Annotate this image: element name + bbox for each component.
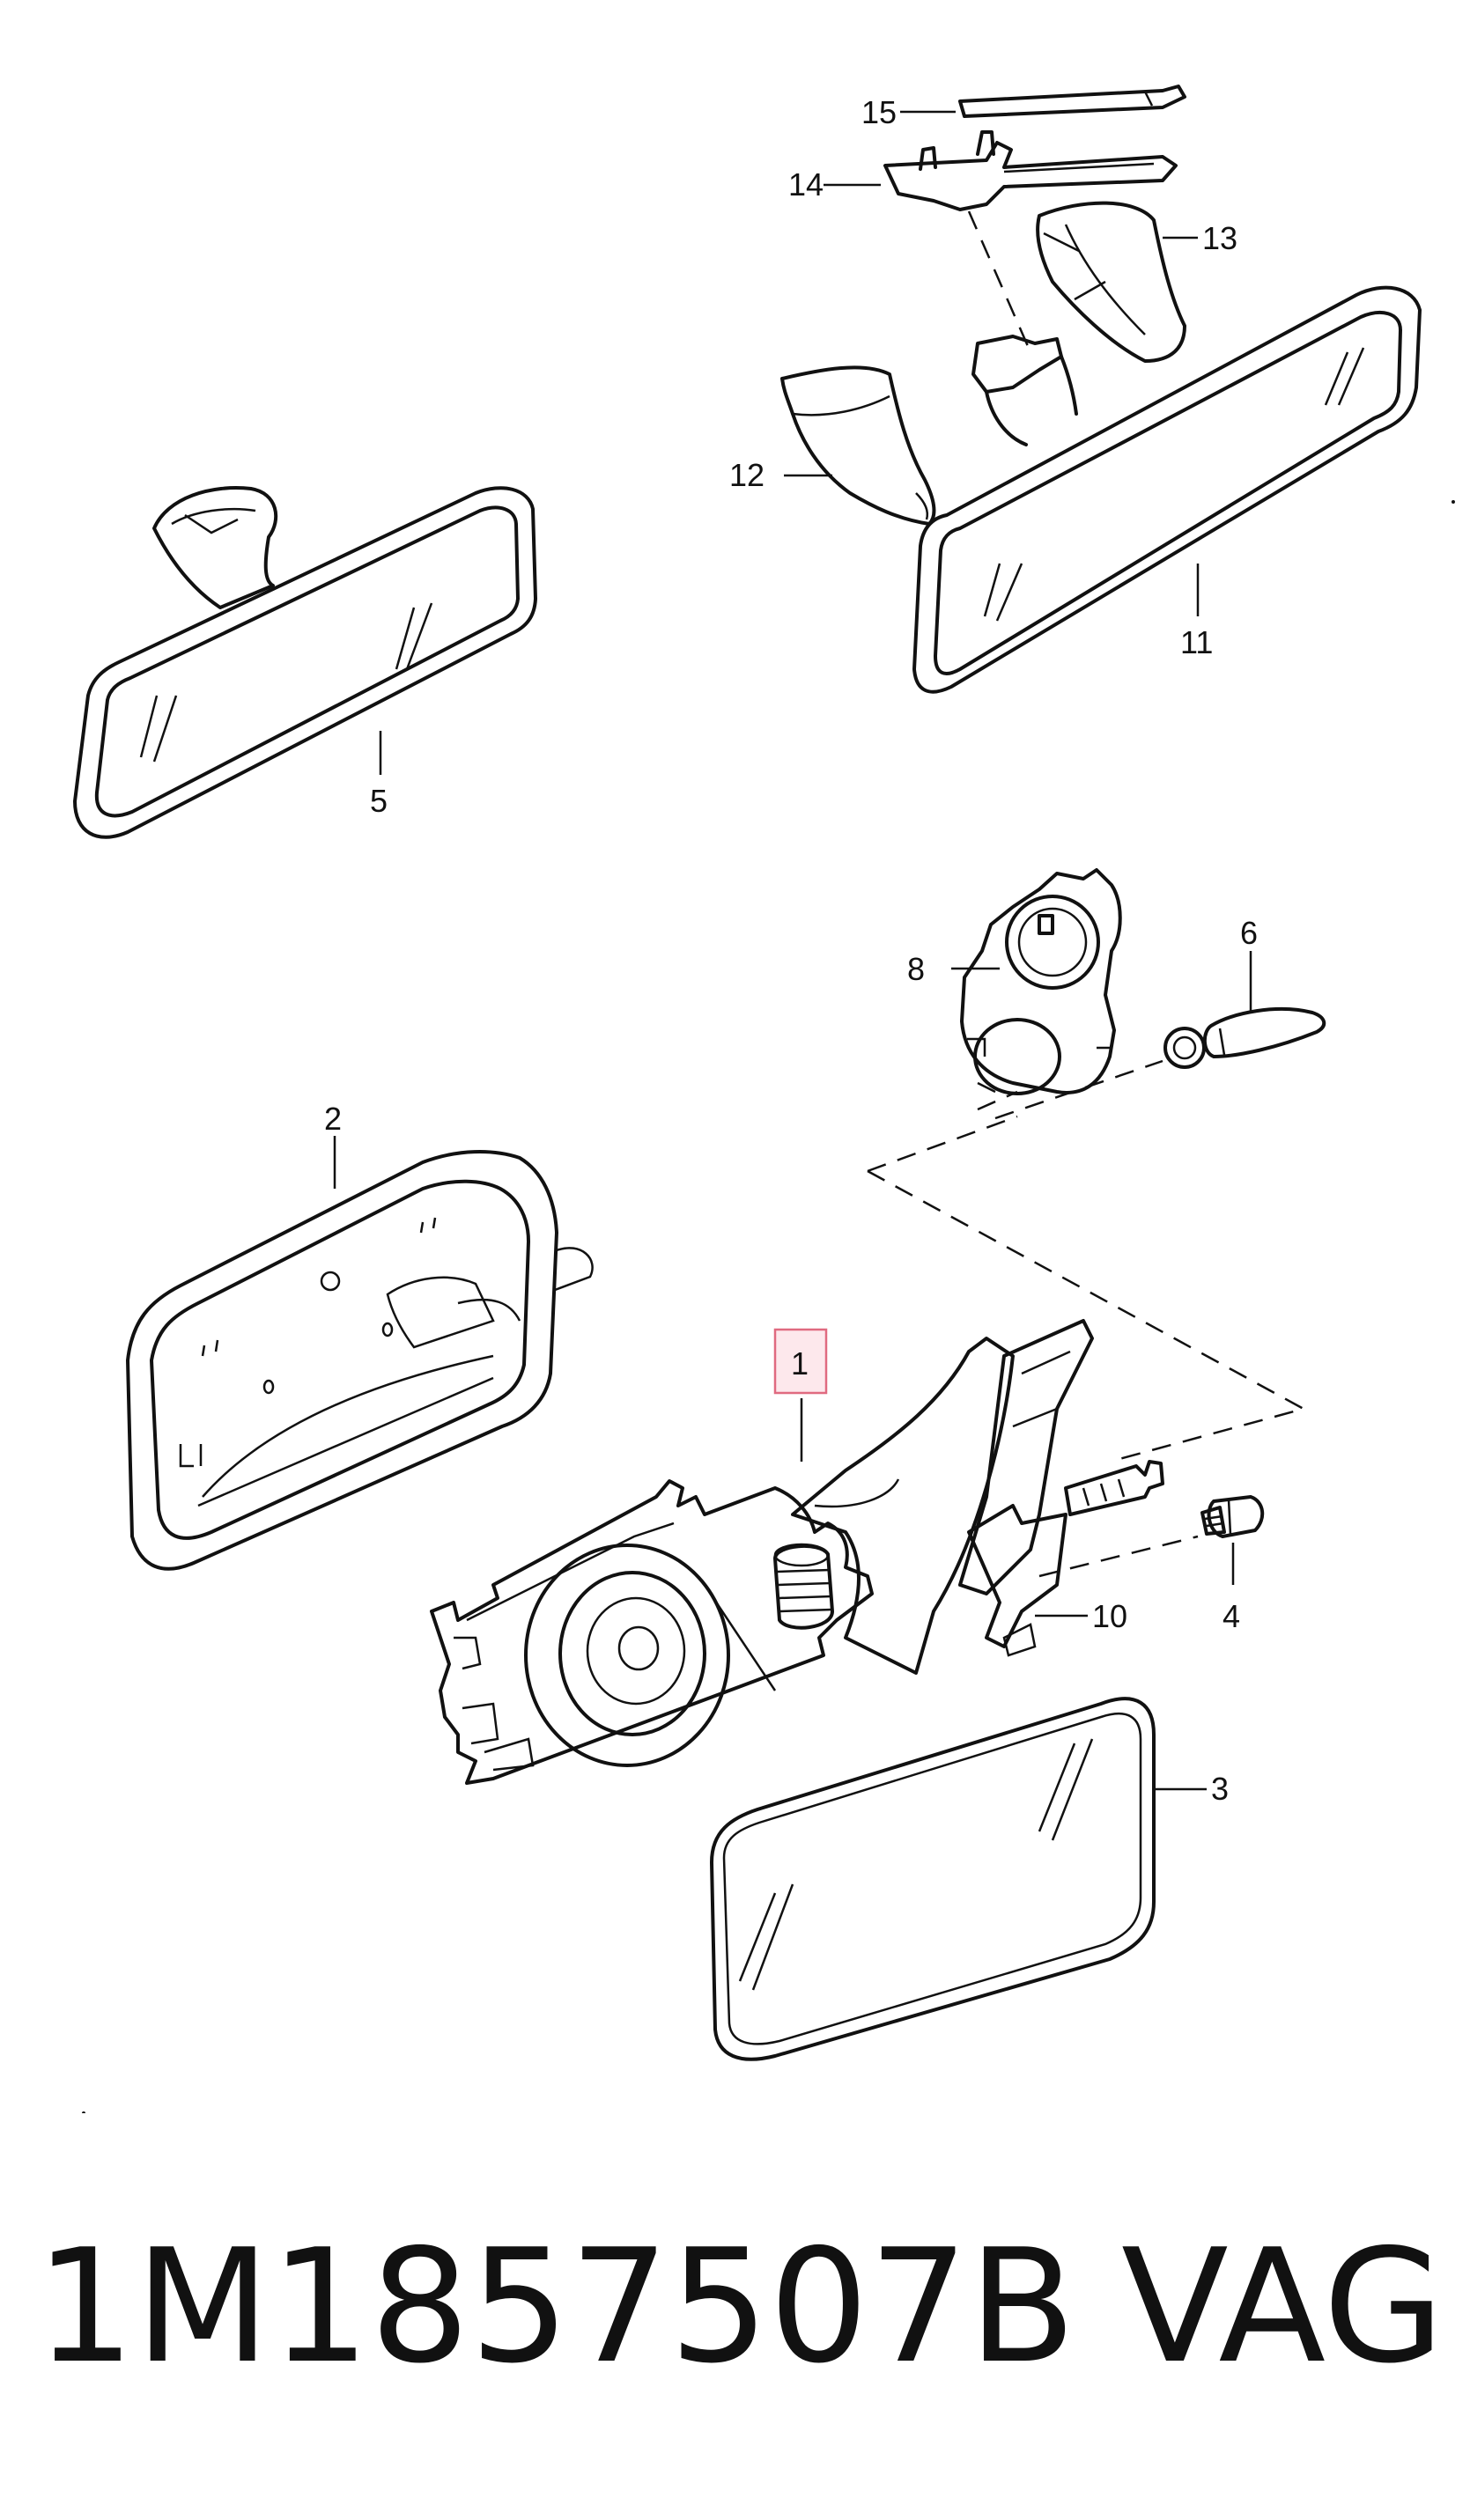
part-12-lower-cover xyxy=(780,365,936,526)
callout-8: 8 xyxy=(907,951,925,987)
part-4-screw xyxy=(1200,1495,1265,1538)
part-5-interior-mirror xyxy=(73,486,537,839)
callout-6: 6 xyxy=(1240,915,1258,951)
callout-13: 13 xyxy=(1202,220,1237,256)
part-number-footer: 1M1857507B VAG xyxy=(35,2219,1444,2395)
part-11-interior-mirror xyxy=(912,285,1422,694)
part-8-bracket-plate xyxy=(960,868,1122,1095)
part-3-mirror-glass xyxy=(710,1697,1156,2061)
part-1-mirror-base xyxy=(430,1319,1164,1785)
part-14-mounting-clip xyxy=(883,130,1178,211)
callout-2: 2 xyxy=(324,1101,342,1137)
callout-4: 4 xyxy=(1223,1598,1240,1634)
part-11-mount-base xyxy=(971,335,1078,446)
callout-10: 10 xyxy=(1092,1598,1127,1634)
part-13-upper-cover xyxy=(1036,201,1186,363)
part-6-bulb xyxy=(1163,1007,1326,1069)
part-15-trim-strip xyxy=(958,85,1186,118)
exploded-parts-diagram: 15 14 13 12 11 xyxy=(73,85,1455,2113)
callout-12: 12 xyxy=(729,457,765,493)
callout-3: 3 xyxy=(1211,1771,1229,1807)
part-number: 1M1857507B xyxy=(35,2215,1076,2398)
callout-1: 1 xyxy=(791,1345,809,1382)
callout-5: 5 xyxy=(370,783,388,819)
callout-15: 15 xyxy=(861,94,897,130)
brand-name: VAG xyxy=(1121,2215,1444,2398)
callout-14: 14 xyxy=(788,166,824,203)
part-1-highlight-box xyxy=(773,1328,828,1395)
part-2-mirror-housing xyxy=(126,1150,594,1571)
callout-11: 11 xyxy=(1180,624,1213,660)
